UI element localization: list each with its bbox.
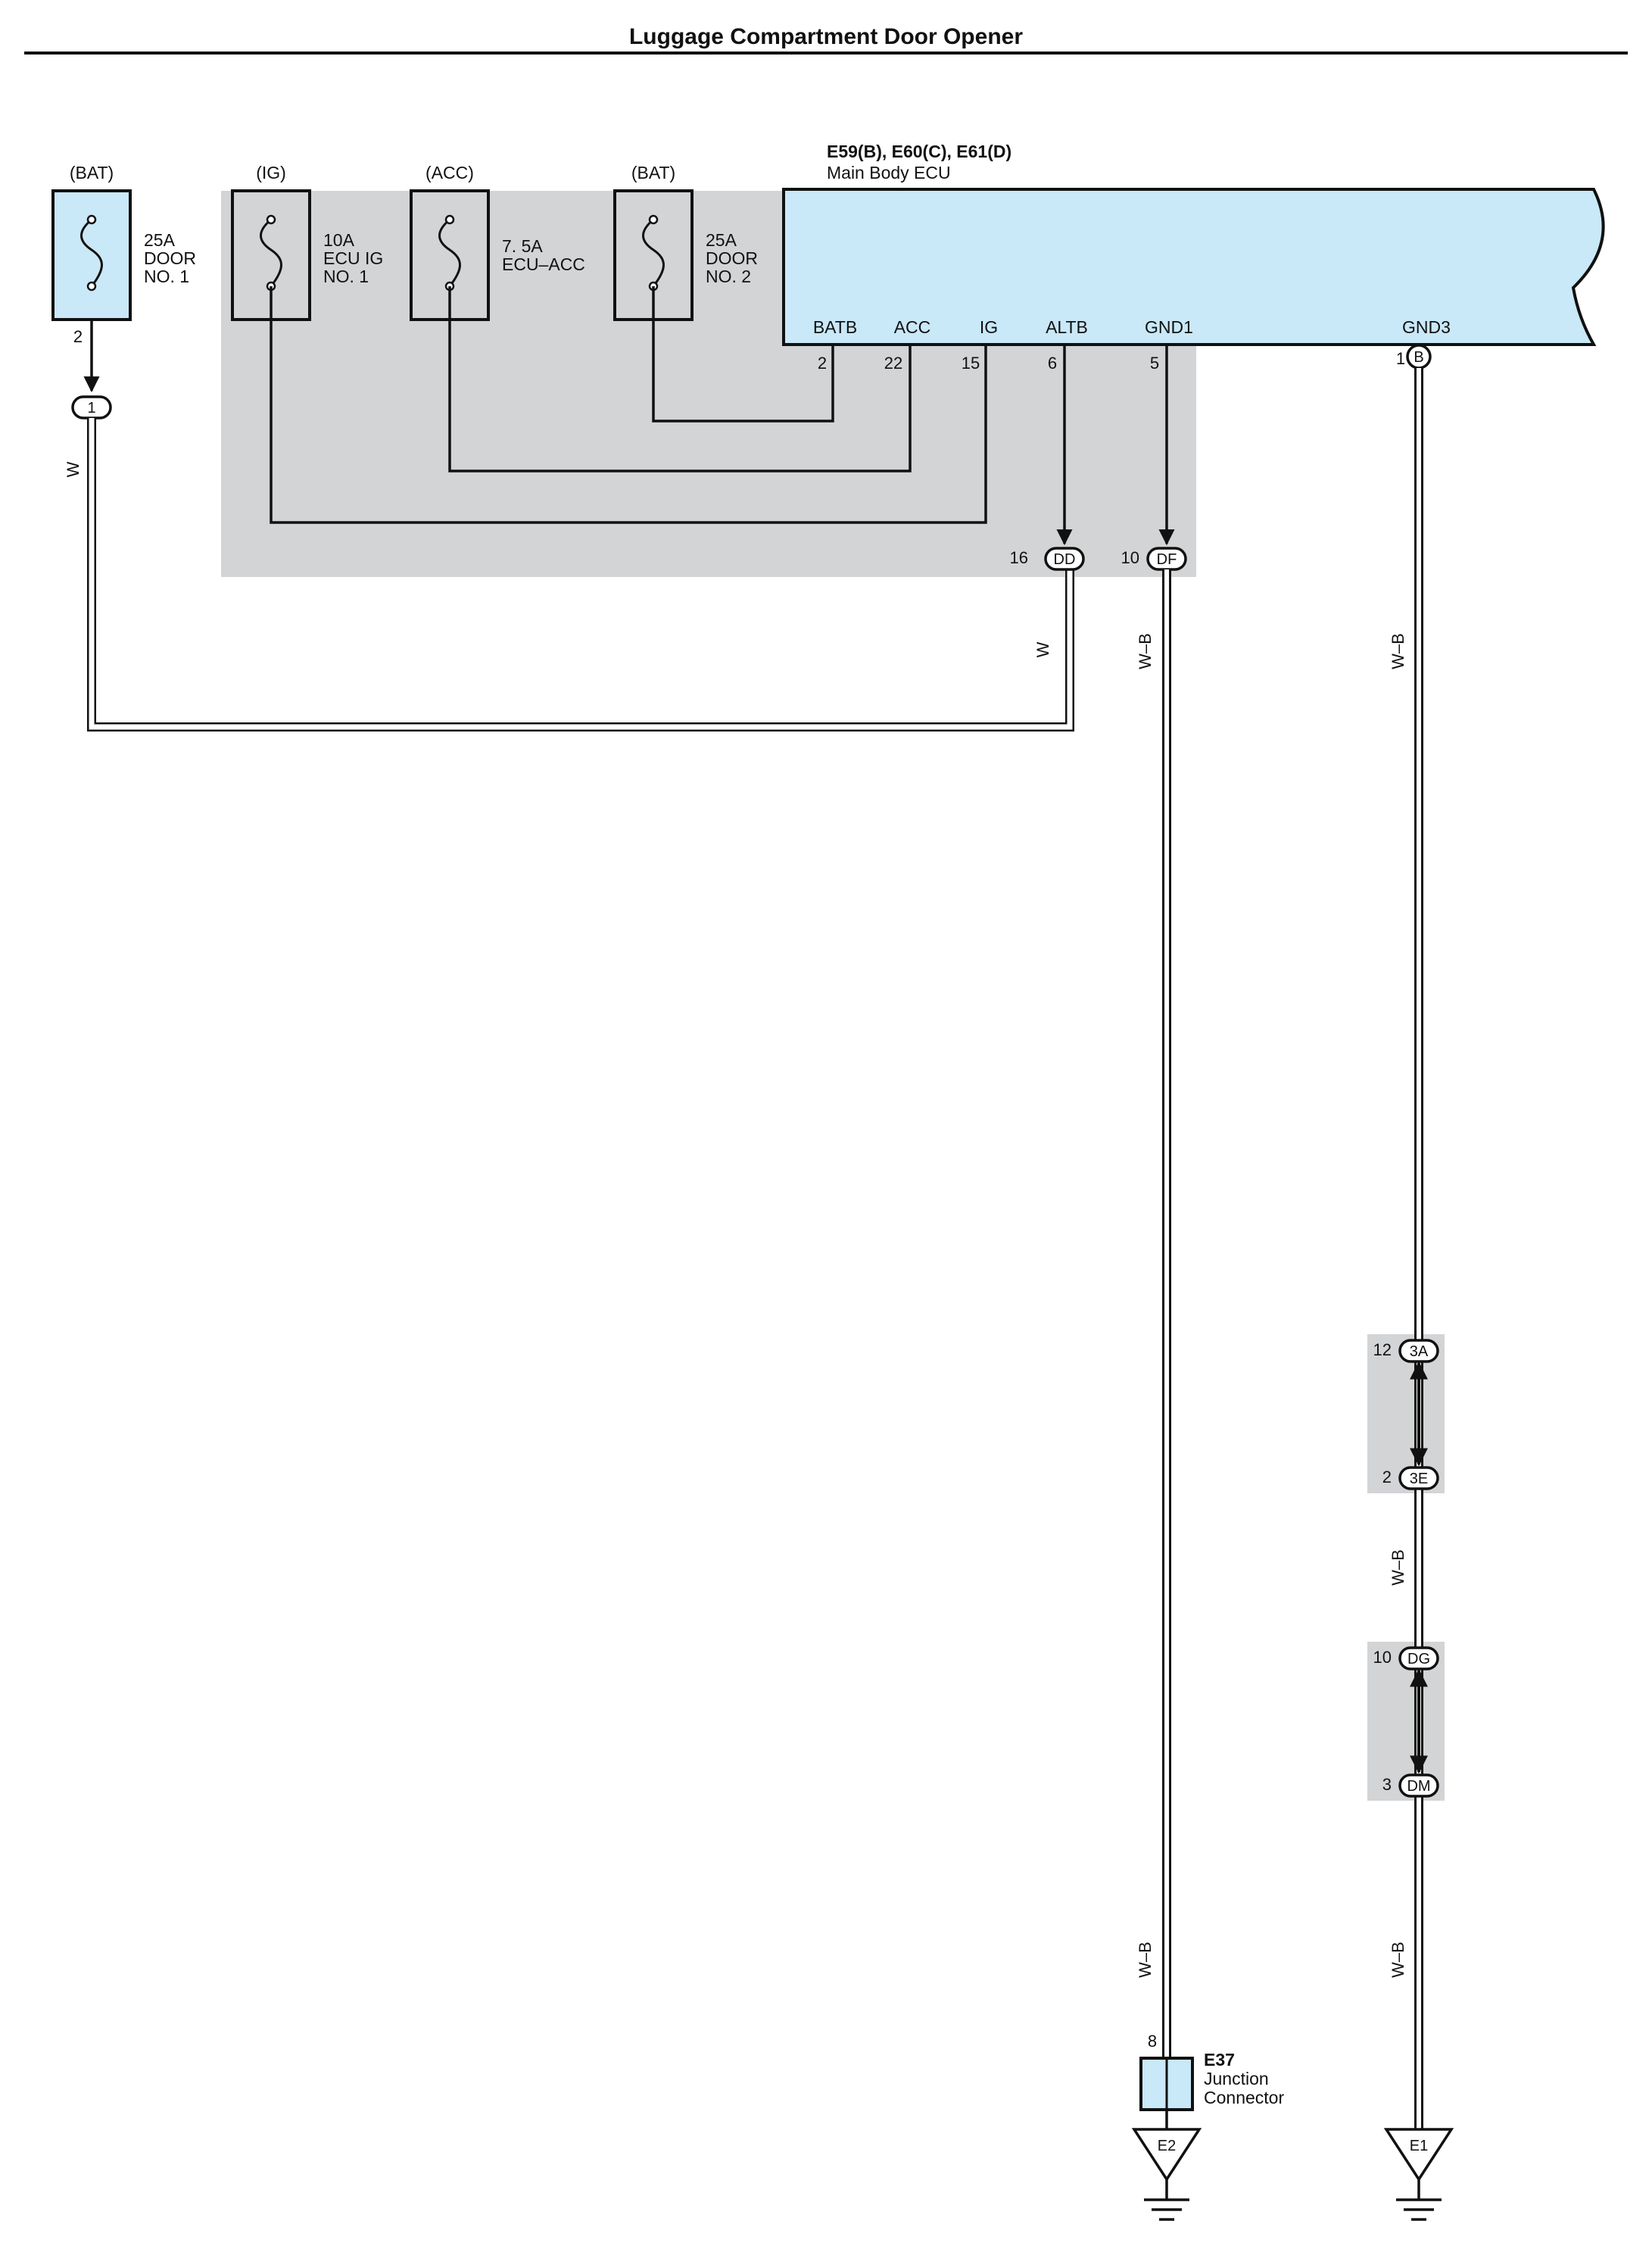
- wire-color-wb-df-top: W–B: [1136, 633, 1155, 669]
- fuse3-element-icon: [438, 218, 461, 287]
- df-pin: 10: [1121, 548, 1139, 567]
- fuse1-name: DOOR: [144, 248, 196, 268]
- connector-3a-label: 3A: [1410, 1343, 1429, 1360]
- pin-batb: 2: [818, 354, 827, 373]
- ground-e1-icon: [1383, 2128, 1454, 2182]
- cdg-pin: 10: [1373, 1648, 1392, 1667]
- wire-color-w-left: W: [64, 461, 83, 477]
- connector-dd: [1044, 547, 1085, 571]
- cdm-pin: 3: [1382, 1775, 1392, 1794]
- wire-color-wb-gnd3-top: W–B: [1389, 633, 1407, 669]
- fuse1-source: (BAT): [70, 163, 114, 182]
- terminal-altb: ALTB: [1046, 317, 1088, 337]
- ground-e1-label: E1: [1410, 2138, 1428, 2154]
- wire-fuse4-batb: [652, 286, 834, 423]
- fuse2-number: NO. 1: [323, 267, 369, 286]
- terminal-gnd1: GND1: [1145, 317, 1193, 337]
- fuse4-node-top: [648, 214, 659, 225]
- wire-color-wb-df-bottom: W–B: [1136, 1942, 1155, 1978]
- fuse3-node-top: [444, 214, 455, 225]
- c3a-pin: 12: [1373, 1340, 1392, 1359]
- fuse3-rating: 7. 5A: [502, 236, 543, 256]
- fuse1-box: [51, 189, 132, 321]
- pin-ig: 15: [962, 354, 980, 373]
- connector-1-label: 1: [87, 400, 95, 416]
- junction-pin: 8: [1148, 2032, 1157, 2051]
- fuse4-name: DOOR: [706, 248, 758, 268]
- connector-dm-label: DM: [1407, 1778, 1430, 1795]
- connector-df-label: DF: [1157, 551, 1177, 568]
- connector-3e-label: 3E: [1410, 1471, 1428, 1487]
- c3e-pin: 2: [1382, 1468, 1392, 1486]
- ground-e2-label: E2: [1158, 2138, 1176, 2154]
- wire-color-w-right: W: [1033, 641, 1052, 657]
- wire-w-fill: [89, 418, 1073, 730]
- fuse1-node-bottom: [86, 281, 97, 292]
- fuse2-node-top: [266, 214, 276, 225]
- ecu-code: E59(B), E60(C), E61(D): [827, 142, 1011, 161]
- pin-acc: 22: [884, 354, 902, 373]
- connector-3a: [1398, 1339, 1439, 1363]
- fuse1-node-top: [86, 214, 97, 225]
- connector-dm: [1398, 1773, 1439, 1798]
- junction-line2: Connector: [1204, 2088, 1284, 2107]
- connector-b-label: B: [1414, 349, 1423, 366]
- page-title: Luggage Compartment Door Opener: [629, 24, 1023, 49]
- fuse4-rating: 25A: [706, 230, 737, 250]
- fuse3-source: (ACC): [425, 163, 474, 182]
- fuse2-name: ECU IG: [323, 248, 383, 268]
- fuse1-pin: 2: [73, 327, 83, 346]
- dd-pin: 16: [1010, 548, 1028, 567]
- wire-color-wb-gnd3-bottom: W–B: [1389, 1942, 1407, 1978]
- terminal-batb: BATB: [813, 317, 857, 337]
- fuse1-rating: 25A: [144, 230, 176, 250]
- terminal-ig: IG: [980, 317, 998, 337]
- pin-gnd3: 1: [1396, 349, 1405, 368]
- terminal-gnd3: GND3: [1402, 317, 1451, 337]
- connector-dd-label: DD: [1054, 551, 1076, 568]
- connector-dg-label: DG: [1407, 1651, 1430, 1667]
- fuse4-element-icon: [642, 218, 665, 287]
- fuse4-source: (BAT): [631, 163, 675, 182]
- pin-altb: 6: [1048, 354, 1057, 373]
- wire-fuse3-acc: [448, 286, 912, 473]
- wire-fuse2-ig: [270, 286, 987, 524]
- fuse2-element-icon: [260, 218, 282, 287]
- junction-code: E37: [1204, 2050, 1235, 2070]
- ground-e2-icon: [1131, 2128, 1202, 2182]
- fuse2-source: (IG): [256, 163, 286, 182]
- wire-color-wb-gnd3-mid: W–B: [1389, 1549, 1407, 1586]
- fuse4-number: NO. 2: [706, 267, 751, 286]
- terminal-acc: ACC: [894, 317, 931, 337]
- junction-line1: Junction: [1204, 2069, 1269, 2088]
- fuse1-number: NO. 1: [144, 267, 189, 286]
- main-body-ecu: [782, 188, 1605, 346]
- fuse1-element-icon: [80, 218, 103, 287]
- fuse3-name: ECU–ACC: [502, 254, 585, 274]
- fuse2-rating: 10A: [323, 230, 355, 250]
- pin-gnd1: 5: [1150, 354, 1159, 373]
- connector-3e: [1398, 1466, 1439, 1490]
- connector-dg: [1398, 1646, 1439, 1670]
- ecu-name: Main Body ECU: [827, 163, 951, 182]
